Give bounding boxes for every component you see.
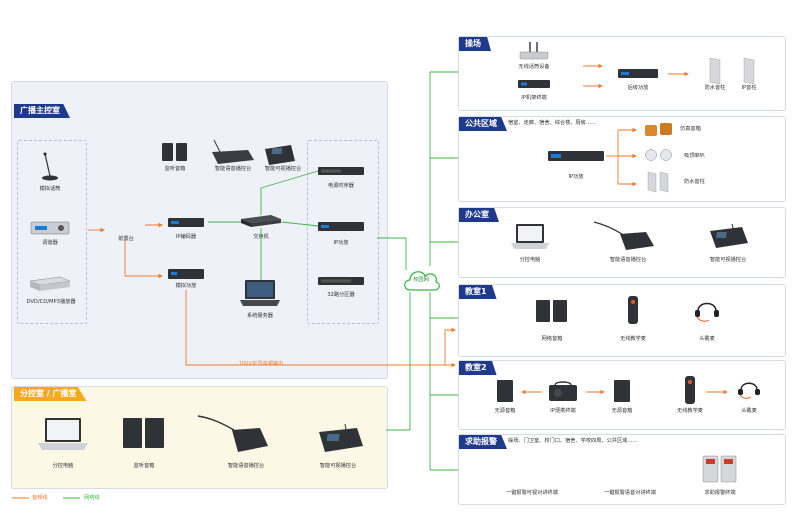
wireless-teaching-mic-icon [628,296,638,324]
mixer-label: 前置台 [118,236,134,242]
ip-receiver-label: IP机架终端 [521,95,547,101]
office-pc-label: 分控电脑 [519,257,541,263]
network-speaker-label: 网络音箱 [541,336,563,342]
smart-pager-icon [265,145,295,165]
playground-title: 操场 [459,37,491,51]
office-title: 办公室 [459,208,499,222]
mic-icon [42,152,58,181]
public-column-label: 防水音柱 [684,179,705,185]
analog-amp-label: 模拟功放 [175,283,197,289]
monitor-speaker-icon [162,143,187,161]
ip-portable-player-icon [549,381,577,401]
alarm-note: 操场、门卫室、校门口、宿舍、学校四周、公共区域…… [508,438,638,444]
source-group [17,140,87,324]
alarm-title: 求助报警 [459,435,507,449]
monitor-speaker-label: 监听音箱 [164,166,186,172]
ceiling-speaker-icon [645,149,672,161]
switch-icon [241,215,281,227]
wireless-mic-icon [519,42,549,60]
ip-receiver-icon [518,80,550,88]
active-speaker-label: 无源音箱 [494,408,516,414]
power-sequencer-label: 电源时序器 [328,183,354,189]
office-smart-pager-label: 智能可视播控台 [709,257,747,263]
public-ip-amp-label: IP功放 [568,174,584,180]
ip-portable-player-label: IP便携终端 [550,408,576,414]
alarm-item1-label: 一键报警可视对讲终端 [506,490,558,496]
smart-console-icon [212,139,254,164]
ip-encoder-label: IP编码器 [175,234,197,240]
network-speaker-icon [536,300,567,322]
classroom1-title: 教室1 [459,285,497,299]
sub-smart-pager-label: 智能可视播控台 [319,463,357,469]
sub-smart-console-icon [197,415,268,452]
tuner-label: 调谐器 [42,240,58,246]
public-area-title: 公共区域 [459,117,507,131]
legend-network-label: 网络线 [84,495,100,501]
classroom1-panel [458,284,786,357]
simulated-speaker-label: 仿真音箱 [680,126,701,132]
sub-smart-pager-icon [319,423,363,452]
classroom2-title: 教室2 [459,361,497,375]
sub-monitor-speaker-label: 监听音箱 [133,463,155,469]
office-pc-icon [511,224,549,249]
mic-label: 模拟话筒 [39,186,61,192]
public-column-icon [647,171,669,193]
ip-column-icon [743,57,755,85]
legend-audio-label: 音频线 [32,495,48,501]
power-sequencer-icon [318,167,364,175]
sub-pc-label: 分控电脑 [52,463,74,469]
passive-speaker-icon [614,380,630,402]
office-smart-console-icon [593,221,654,250]
class2-wireless-mic-icon [685,376,695,404]
partition-icon [318,277,364,285]
sub-smart-console-label: 智能语音播控台 [227,463,265,469]
sub-control-room-title: 分控室 / 广播室 [14,387,87,401]
line-100v-label: 100V定压音频输出 [238,361,284,367]
campus-network-label: 校园网 [413,277,429,283]
ip-column-label: IP音柱 [741,85,757,91]
rear-amp-label: 后级功放 [627,85,649,91]
class2-headset-icon [738,382,760,399]
public-ip-amp-icon [548,151,604,161]
class2-wireless-mic-label: 无线教学麦 [677,408,703,414]
alarm-item3-label: 求助报警终端 [704,490,736,496]
office-smart-pager-icon [710,223,748,248]
waterproof-column-label: 防水音柱 [704,85,726,91]
dvd-label: DVD/CD/MP3播放器 [26,299,76,305]
analog-amp-icon [168,269,204,279]
smart-pager-label: 智能可视播控台 [264,166,302,172]
rear-amp-icon [618,69,658,78]
ceiling-speaker-label: 吸顶喇叭 [684,153,705,159]
wireless-teaching-mic-label: 无线教学麦 [620,336,646,342]
server-label: 系统服务器 [247,313,273,319]
public-area-note: 宿室、走廊、宿舍、综合楼、厨房…… [508,120,597,126]
amp-rack-group [307,140,379,324]
sub-monitor-speaker-icon [123,418,164,448]
sub-pc-icon [38,418,88,450]
smart-console-label: 智能语音播控台 [214,166,252,172]
tuner-icon [30,221,70,235]
headset-label: 头戴麦 [699,336,715,342]
office-smart-console-label: 智能语音播控台 [609,257,647,263]
dvd-player-icon [29,276,71,291]
alarm-item2-label: 一键报警语音对讲终端 [604,490,656,496]
passive-speaker-label: 无源音箱 [611,408,633,414]
wireless-mic-label: 无线话筒设备 [518,64,550,70]
ip-amp-label: IP功放 [333,240,349,246]
ip-amp-icon [318,222,364,231]
ip-encoder-icon [168,218,204,227]
headset-icon [695,302,719,322]
campus-network-cloud-icon [404,271,440,291]
main-control-room-title: 广播主控室 [14,104,70,118]
simulated-speaker-icon [645,123,672,136]
waterproof-column-icon [709,57,721,85]
alarm-terminal-icon [702,455,737,483]
server-laptop-icon [240,280,280,306]
class2-headset-label: 头戴麦 [741,408,757,414]
partition-label: 32路分区器 [327,292,355,298]
active-speaker-icon [497,380,513,402]
